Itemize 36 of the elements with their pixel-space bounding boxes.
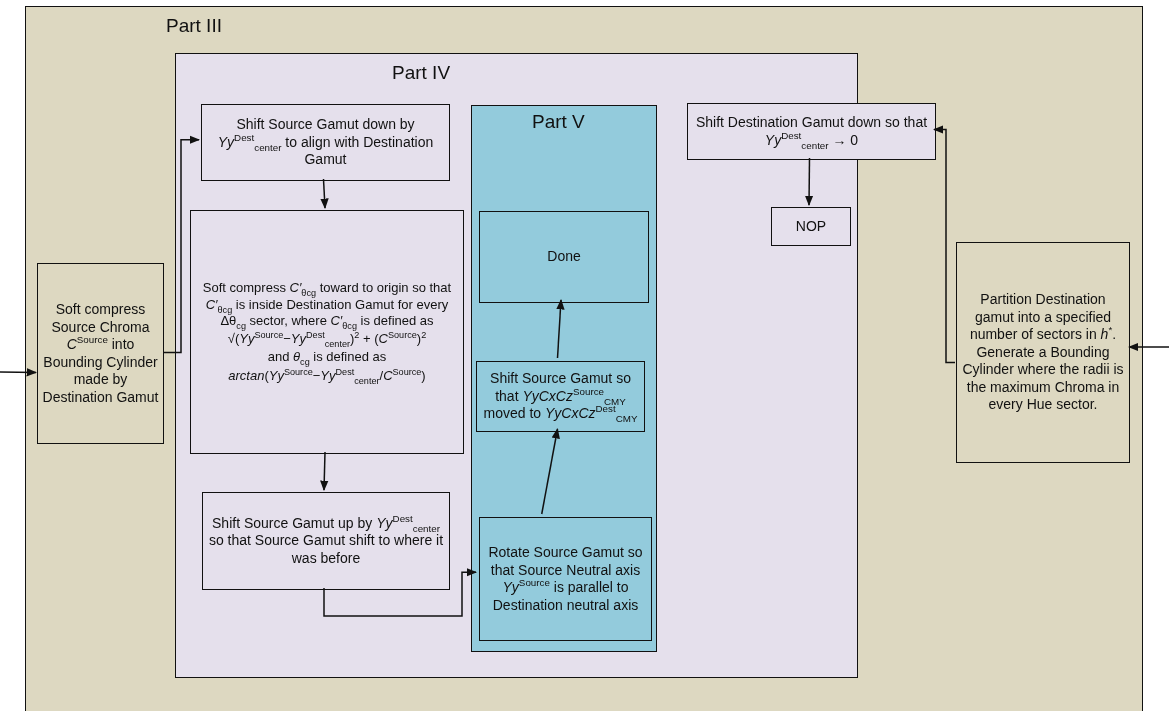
box-text: Soft compress C′$_{θcg}$ toward to origin so that C′$_{θcg}$ is inside Destination Gamut for every Δθ$_{cg}$ sector, where C′$_{θcg}$ is defined as	[201, 280, 453, 329]
process-box	[476, 361, 645, 432]
process-box	[37, 263, 164, 444]
group-title: Part IV	[392, 62, 451, 84]
process-box	[479, 517, 652, 641]
box-text: Soft compress Source Chroma C$^{Source}$ into Bounding Cylinder made by Destination Gamut	[41, 301, 160, 406]
arrow	[320, 451, 329, 492]
box-text: Partition Destination gamut into a specified number of sectors in h$^{*}$. Generate a Bounding Cylinder where the radii is the maximum Chroma in every Hue sector.	[961, 291, 1125, 414]
box-text: NOP	[795, 217, 827, 236]
group-title: Part V	[532, 111, 585, 133]
process-box	[479, 211, 649, 303]
box-text: Shift Source Gamut down by Yy$^{Dest}$$_{center}$ to align with Destination Gamut	[216, 116, 435, 169]
process-box	[202, 492, 450, 590]
arrow	[0, 368, 38, 377]
box-text: arctan(Yy$^{Source}$−Yy$^{Dest}$$_{center}$/C$^{Source}$)	[228, 367, 426, 384]
box-text: Rotate Source Gamut so that Source Neutral axis Yy$^{Source}$ is parallel to Destination neutral axis	[487, 544, 644, 614]
process-box	[687, 103, 936, 160]
group-title: Part III	[166, 15, 222, 37]
box-text: Done	[547, 248, 581, 266]
box-text: √(Yy$^{Source}$−Yy$^{Dest}$$_{center}$)$^{2}$ + (C$^{Source}$)$^{2}$	[227, 331, 427, 348]
arrow	[323, 568, 478, 617]
arrow	[1127, 342, 1169, 352]
group-panel	[25, 6, 1143, 711]
box-text: Shift Destination Gamut down so that Yy$^{Dest}$$_{center}$ → 0	[694, 114, 929, 149]
arrow	[162, 135, 201, 354]
arrow	[804, 157, 814, 207]
process-box	[956, 242, 1130, 463]
arrow	[932, 125, 956, 364]
arrow	[556, 298, 565, 359]
group-panel	[471, 105, 657, 652]
process-box	[201, 104, 450, 181]
box-text: and θ$_{cg}$ is defined as	[267, 349, 387, 366]
process-box	[771, 207, 851, 246]
process-box	[190, 210, 464, 454]
arrow	[320, 178, 329, 210]
arrow	[541, 427, 560, 515]
